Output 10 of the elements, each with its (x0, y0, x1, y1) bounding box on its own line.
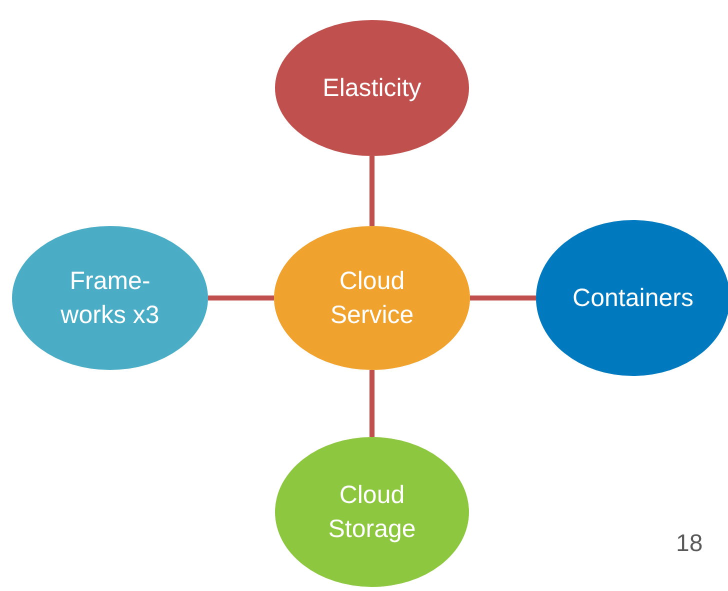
node-label: Cloud Storage (327, 480, 417, 545)
node-label: Containers (572, 283, 694, 314)
connector-line (370, 156, 374, 226)
node-label: Frame- works x3 (60, 266, 160, 331)
connector-line (470, 296, 536, 300)
node-label: Elasticity (322, 73, 422, 104)
connector-line (370, 370, 374, 437)
node-label: Cloud Service (329, 266, 415, 331)
connector-line (208, 296, 274, 300)
page-number: 18 (676, 529, 703, 559)
